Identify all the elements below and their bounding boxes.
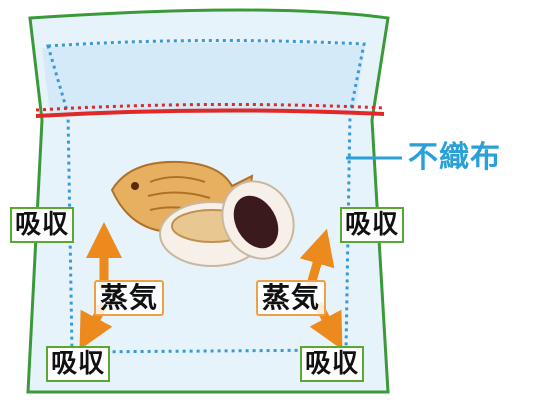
- zipper-seal-line: [35, 108, 385, 118]
- bag-top-band: [42, 42, 365, 114]
- absorb-label-lower-right: 吸収: [300, 346, 365, 382]
- absorb-label-upper-left: 吸収: [10, 207, 75, 243]
- steam-label-left: 蒸気: [94, 280, 165, 316]
- absorb-label-upper-right: 吸収: [340, 207, 405, 243]
- manju-cut-illustration: [221, 180, 295, 260]
- absorb-label-lower-left: 吸収: [46, 346, 111, 382]
- zipper-seal-dots: [35, 102, 385, 112]
- nonwoven-label: 不織布: [408, 140, 501, 175]
- steam-label-right: 蒸気: [256, 280, 327, 316]
